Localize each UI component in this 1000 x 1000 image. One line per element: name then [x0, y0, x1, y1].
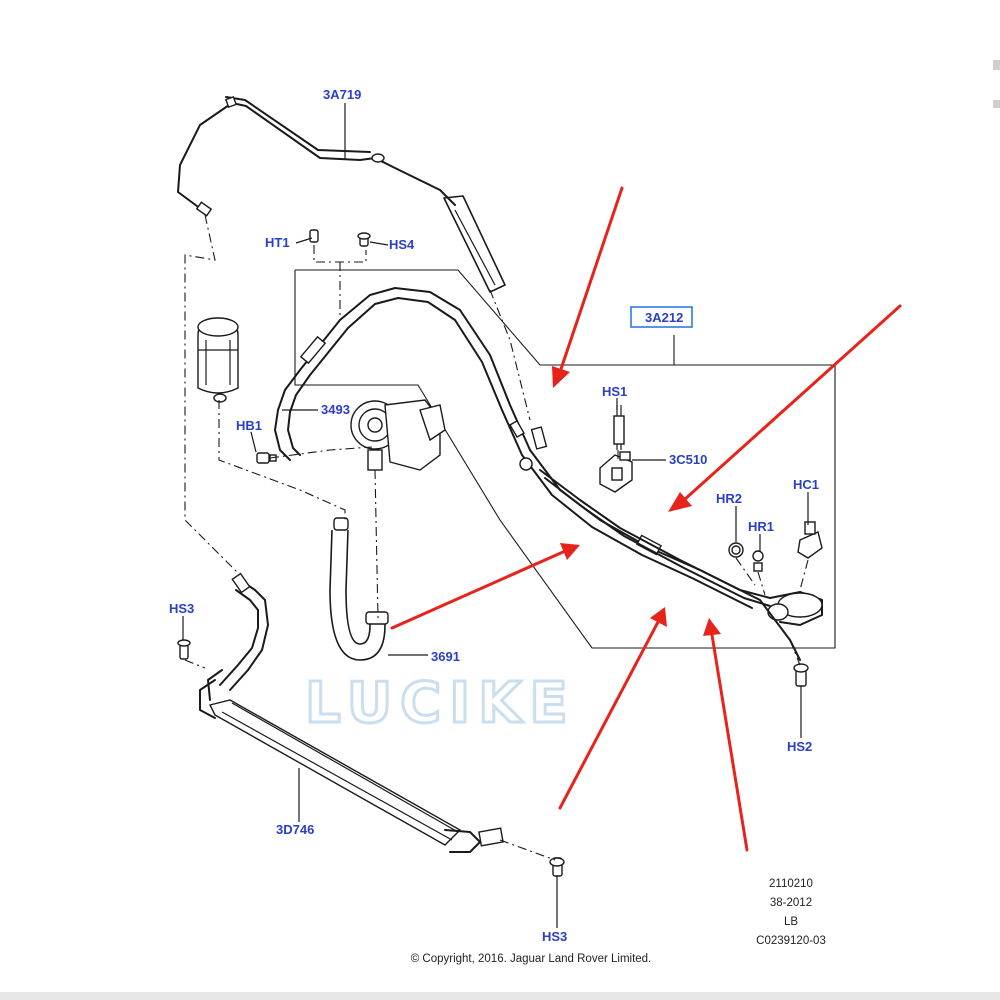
assembly-lines	[184, 214, 809, 861]
callout-3D746: 3D746	[276, 822, 314, 837]
edge-artifacts	[0, 60, 1000, 1000]
bolt-HS2	[793, 663, 809, 687]
copyright-text: © Copyright, 2016. Jaguar Land Rover Lim…	[411, 953, 652, 965]
reservoir	[197, 317, 239, 403]
ref-line-3: LB	[784, 916, 798, 928]
leader-lines	[182, 103, 809, 928]
hose-3691	[329, 517, 389, 661]
watermark-text: LUCIKE	[305, 671, 576, 736]
callout-3493: 3493	[321, 402, 350, 417]
callout-HS4: HS4	[389, 237, 415, 252]
clip-HC1	[797, 521, 823, 559]
callout-HS1: HS1	[602, 384, 627, 399]
ref-line-1: 2110210	[769, 878, 813, 890]
callout-HS2: HS2	[787, 739, 812, 754]
fasteners-upper	[256, 229, 371, 464]
part-3C510	[599, 405, 633, 493]
callout-HT1: HT1	[265, 235, 290, 250]
ref-line-2: 38-2012	[770, 897, 812, 909]
cooler-3D746	[177, 572, 565, 877]
callout-HC1: HC1	[793, 477, 819, 492]
callout-HR1: HR1	[748, 519, 774, 534]
pump	[350, 399, 446, 471]
callout-3A212: 3A212	[645, 310, 683, 325]
callout-HB1: HB1	[236, 418, 262, 433]
callout-HS3-lower: HS3	[542, 929, 567, 944]
callout-3A719: 3A719	[323, 87, 361, 102]
rings-HR	[728, 542, 764, 572]
callout-HR2: HR2	[716, 491, 742, 506]
ref-line-4: C0239120-03	[756, 935, 826, 947]
pipe-return-3A212	[539, 469, 823, 661]
callout-3C510: 3C510	[669, 452, 707, 467]
selected-callout-box	[630, 306, 693, 328]
callout-3691: 3691	[431, 649, 460, 664]
callout-HS3-upper: HS3	[169, 601, 194, 616]
red-arrows	[390, 186, 902, 852]
pipe-3A719	[177, 95, 506, 293]
